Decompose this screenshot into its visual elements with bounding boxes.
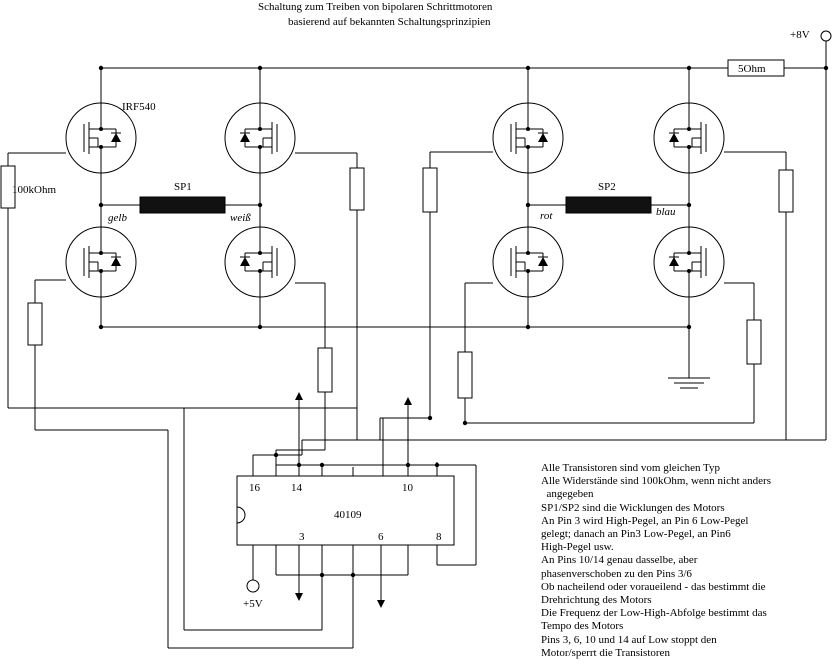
note-line: Die Frequenz der Low-High-Abfolge bestim…	[541, 607, 767, 620]
transistor-q6	[653, 102, 725, 174]
transistor-q8	[653, 226, 725, 298]
chip-pin-8: 8	[436, 531, 442, 543]
note-line: phasenverschoben zu den Pins 3/6	[541, 567, 692, 580]
gate-resistor-q3	[27, 279, 66, 430]
supply-8v-terminal	[820, 30, 832, 440]
coil-sp1	[139, 196, 226, 214]
transistor-q4	[224, 226, 296, 298]
note-line: Pins 3, 6, 10 und 14 auf Low stoppt den	[541, 633, 717, 646]
supply-8v-label: +8V	[790, 29, 810, 41]
note-line: Ob nacheilend oder voraueilend - das bes…	[541, 580, 766, 593]
chip-pin-3: 3	[299, 531, 305, 543]
gate-resistor-q8	[724, 282, 762, 423]
gate-resistor-q7	[457, 282, 493, 423]
ground-symbol	[668, 327, 710, 389]
note-line: Alle Widerstände sind 100kOhm, wenn nich…	[541, 475, 772, 488]
chip-pin-14: 14	[291, 482, 303, 494]
title-line-2: basierend auf bekannten Schaltungsprinzi…	[288, 16, 491, 28]
gate-resistor-q2	[295, 152, 365, 408]
gate-resistor-q4	[295, 282, 333, 450]
transistor-q3	[65, 226, 137, 298]
title-line-1: Schaltung zum Treiben von bipolaren Schr…	[258, 1, 493, 13]
note-line: Drehrichtung des Motors	[541, 594, 652, 607]
coil-sp2-label: SP2	[598, 181, 616, 193]
note-line: Motor/sperrt die Transistoren	[541, 646, 670, 659]
note-line: Tempo des Motors	[541, 620, 624, 633]
note-line: Alle Transistoren sind vom gleichen Typ	[541, 462, 720, 474]
transistor-q5	[492, 102, 564, 174]
note-line: SP1/SP2 sind die Wicklungen des Motors	[541, 501, 725, 514]
chip-name: 40109	[334, 509, 362, 521]
supply-5v-label: +5V	[243, 598, 263, 610]
resistor-5ohm-label: 5Ohm	[738, 63, 766, 75]
resistor-5ohm	[727, 59, 785, 77]
note-line: An Pins 10/14 genau dasselbe, aber	[541, 554, 698, 567]
gate-resistor-q5	[422, 151, 493, 418]
coil-sp2	[565, 196, 652, 214]
gate-resistor-q6	[724, 151, 794, 440]
note-line: An Pin 3 wird High-Pegel, an Pin 6 Low-P…	[541, 514, 749, 527]
chip-pin-10: 10	[402, 482, 414, 494]
chip-40109	[236, 475, 455, 546]
chip-pin-16: 16	[249, 482, 261, 494]
wire-blau-label: blau	[656, 206, 676, 218]
wire-gelb-label: gelb	[108, 212, 127, 224]
wire-rot-label: rot	[540, 210, 553, 222]
transistor-q7	[492, 226, 564, 298]
note-line: angegeben	[541, 488, 594, 501]
notes-block: Alle Transistoren sind vom gleichen Typ …	[541, 462, 831, 660]
transistor-q2	[224, 102, 296, 174]
resistor-100k-label: 100kOhm	[12, 184, 56, 196]
transistor-q1	[65, 102, 137, 174]
note-line: High-Pegel usw.	[541, 541, 614, 554]
chip-pin-6: 6	[378, 531, 384, 543]
gate-resistor-q1	[0, 152, 66, 408]
wire-weiss-label: weiß	[230, 212, 251, 224]
note-line: gelegt; danach an Pin3 Low-Pegel, an Pin…	[541, 528, 731, 541]
coil-sp1-label: SP1	[174, 181, 192, 193]
supply-5v-terminal	[246, 579, 260, 593]
transistor-type-label: IRF540	[122, 101, 156, 113]
